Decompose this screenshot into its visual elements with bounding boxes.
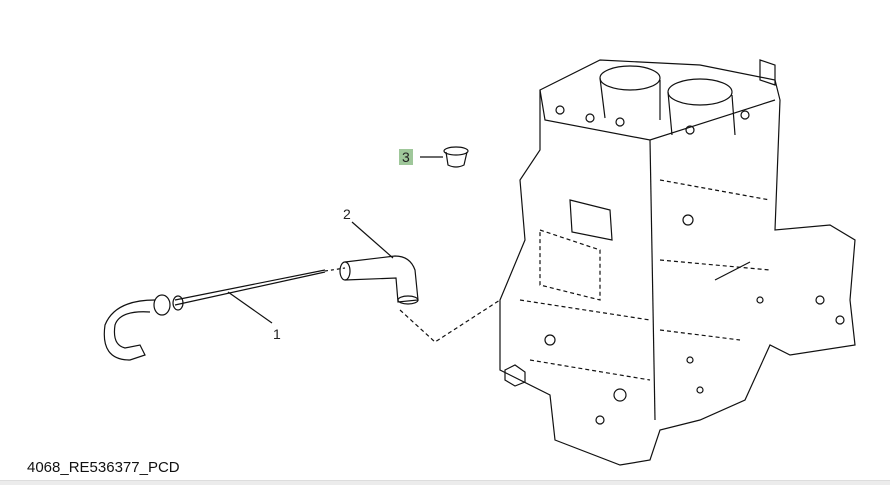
part-2-tube [339,221,501,343]
callout-1[interactable]: 1 [273,326,281,342]
part-1-dipstick [103,267,346,361]
bottom-divider [0,480,890,485]
diagram-caption: 4068_RE536377_PCD [27,459,180,476]
callout-3[interactable]: 3 [399,149,413,165]
engine-block [499,59,856,466]
callout-2[interactable]: 2 [343,206,351,222]
part-3-plug [420,146,469,168]
